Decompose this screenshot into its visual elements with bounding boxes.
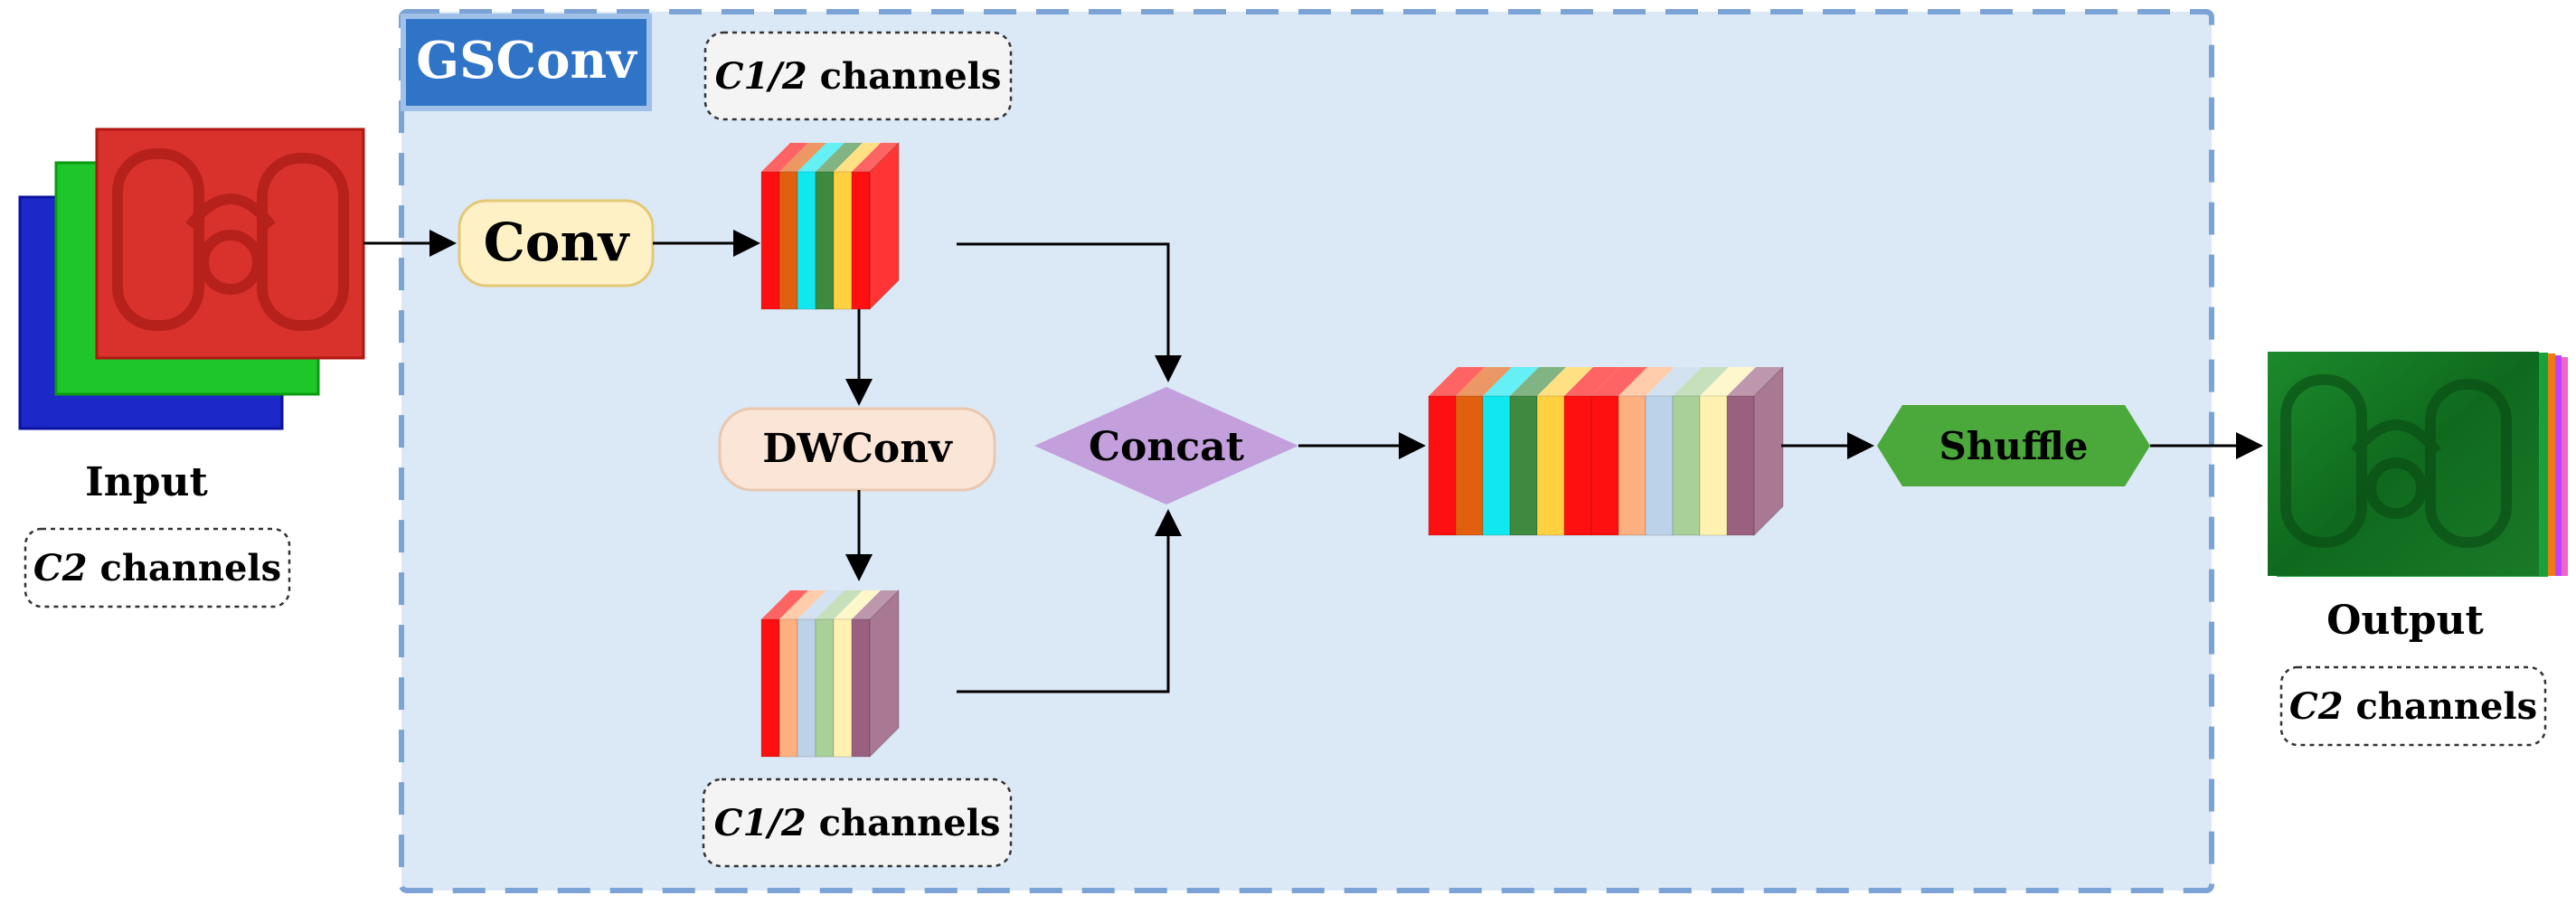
cat-stack-slice-1 bbox=[1428, 395, 1457, 536]
concat-output-stack bbox=[1428, 365, 1784, 537]
cat-stack-slice-6 bbox=[1563, 395, 1592, 536]
cat-stack-slice-top-7 bbox=[1591, 367, 1647, 396]
dw-stack-slice-top-4 bbox=[816, 590, 863, 619]
cat-stack-slice-4 bbox=[1509, 395, 1538, 536]
conv-stack-slice-top-6 bbox=[852, 143, 899, 172]
output-channels-word: channels bbox=[2344, 685, 2538, 728]
conv-output-stack bbox=[760, 141, 900, 311]
dwconv-node: DWConv bbox=[718, 407, 996, 492]
input-feature-maps bbox=[18, 127, 365, 430]
conv-node: Conv bbox=[458, 199, 655, 288]
dw-stack-slice-top-3 bbox=[797, 590, 845, 619]
dw-stack-slice-1 bbox=[760, 618, 780, 758]
conv-label: Conv bbox=[484, 212, 631, 273]
cat-stack-side bbox=[1753, 365, 1784, 537]
dw-stack-slice-top-2 bbox=[779, 590, 826, 619]
cat-stack-slice-top-1 bbox=[1429, 367, 1485, 396]
cat-stack-slice-9 bbox=[1645, 395, 1674, 536]
conv-stack-slice-top-3 bbox=[797, 143, 845, 172]
bottom-channels-var: C1/2 bbox=[714, 802, 807, 844]
bottom-channels-word: channels bbox=[807, 802, 1001, 844]
svg-text:C1/2 channels: C1/2 channels bbox=[715, 55, 1002, 98]
conv-stack-slice-5 bbox=[833, 171, 853, 310]
connectors bbox=[363, 230, 2263, 693]
arrow-top-to-concat bbox=[957, 242, 1182, 382]
conv-stack-slice-top-5 bbox=[834, 143, 881, 172]
dwconv-output-stack bbox=[760, 589, 900, 759]
cat-stack-slice-top-8 bbox=[1618, 367, 1675, 396]
dw-stack-slice-2 bbox=[778, 618, 798, 758]
conv-stack-slice-top-4 bbox=[816, 143, 863, 172]
gsconv-title-text: GSConv bbox=[416, 31, 637, 90]
output-channels-tag: C2 channels bbox=[2279, 665, 2547, 747]
cat-stack-slice-top-6 bbox=[1564, 367, 1620, 396]
cat-stack-slice-10 bbox=[1672, 395, 1701, 536]
cat-stack-slice-top-12 bbox=[1727, 367, 1783, 396]
conv-stack-side bbox=[869, 141, 900, 311]
cat-stack-slice-8 bbox=[1618, 395, 1647, 536]
conv-stack-slice-top-1 bbox=[761, 143, 808, 172]
cat-stack-slice-2 bbox=[1455, 395, 1484, 536]
input-channels-var: C2 bbox=[33, 547, 88, 589]
svg-text:C2 channels: C2 channels bbox=[2289, 685, 2537, 728]
output-channels-var: C2 bbox=[2289, 685, 2344, 728]
cat-stack-slice-11 bbox=[1699, 395, 1728, 536]
cat-stack-slice-top-10 bbox=[1673, 367, 1729, 396]
cat-stack-slice-top-4 bbox=[1510, 367, 1566, 396]
conv-stack-slice-6 bbox=[851, 171, 871, 310]
cat-stack-slice-top-9 bbox=[1646, 367, 1702, 396]
dw-stack-slice-4 bbox=[815, 618, 835, 758]
cat-stack-slice-7 bbox=[1590, 395, 1619, 536]
conv-stack-slice-2 bbox=[778, 171, 798, 310]
cat-stack-slice-top-2 bbox=[1456, 367, 1512, 396]
top-channels-tag: C1/2 channels bbox=[703, 31, 1013, 121]
cat-stack-slice-top-3 bbox=[1483, 367, 1539, 396]
cat-stack-slice-5 bbox=[1536, 395, 1565, 536]
conv-stack-slice-4 bbox=[815, 171, 835, 310]
cat-stack-slice-top-11 bbox=[1700, 367, 1756, 396]
dw-stack-side bbox=[869, 589, 900, 759]
shuffle-node: Shuffle bbox=[1877, 405, 2150, 486]
top-channels-var: C1/2 bbox=[715, 55, 807, 98]
arrow-bottom-to-concat bbox=[957, 509, 1182, 693]
svg-text:C1/2 channels: C1/2 channels bbox=[714, 802, 1001, 844]
input-label: Input bbox=[85, 459, 208, 505]
dw-stack-slice-6 bbox=[851, 618, 871, 758]
concat-label: Concat bbox=[1089, 424, 1245, 470]
dw-stack-slice-5 bbox=[833, 618, 853, 758]
conv-stack-slice-1 bbox=[760, 171, 780, 310]
dw-stack-slice-top-1 bbox=[761, 590, 808, 619]
shuffle-label: Shuffle bbox=[1939, 424, 2088, 468]
input-channels-word: channels bbox=[88, 547, 282, 589]
concat-node: Concat bbox=[1034, 387, 1298, 504]
cat-stack-slice-top-5 bbox=[1537, 367, 1593, 396]
output-feature-map bbox=[2268, 352, 2568, 577]
input-channels-tag: C2 channels bbox=[24, 527, 291, 608]
dw-stack-slice-top-5 bbox=[834, 590, 881, 619]
svg-text:C2 channels: C2 channels bbox=[33, 547, 281, 589]
conv-stack-slice-3 bbox=[797, 171, 816, 310]
conv-stack-slice-top-2 bbox=[779, 143, 826, 172]
dw-stack-slice-3 bbox=[797, 618, 816, 758]
dw-stack-slice-top-6 bbox=[852, 590, 899, 619]
cat-stack-slice-12 bbox=[1726, 395, 1755, 536]
gsconv-title: GSConv bbox=[401, 14, 652, 111]
dwconv-label: DWConv bbox=[762, 426, 953, 472]
top-channels-word: channels bbox=[807, 55, 1002, 98]
bottom-channels-tag: C1/2 channels bbox=[702, 778, 1013, 868]
output-label: Output bbox=[2326, 598, 2484, 644]
cat-stack-slice-3 bbox=[1482, 395, 1511, 536]
